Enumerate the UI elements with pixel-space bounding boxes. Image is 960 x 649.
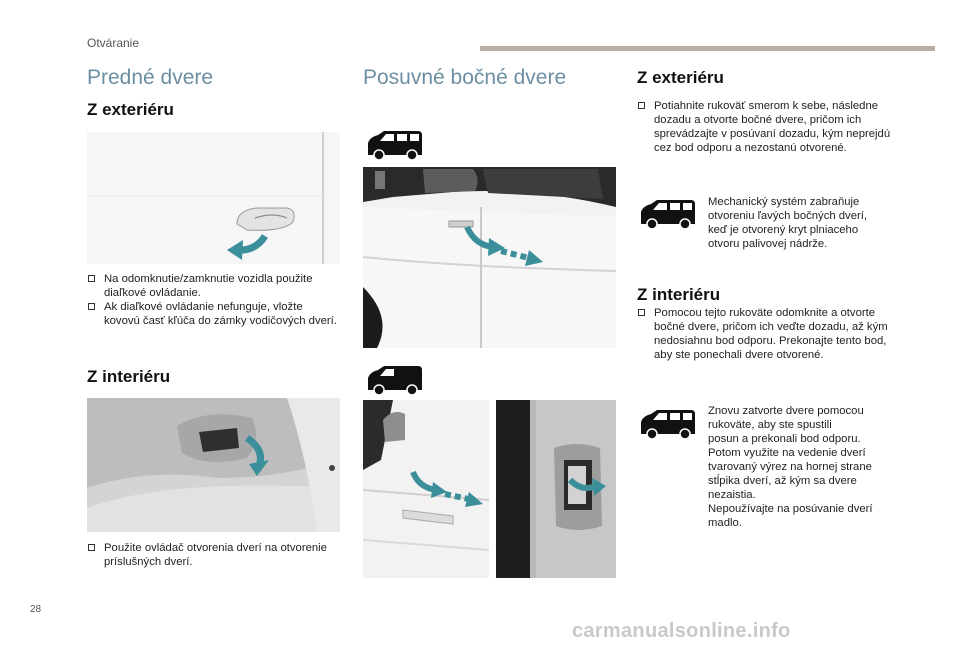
curved-arrow-icon — [410, 470, 483, 507]
front-interior-title: Z interiéru — [87, 367, 171, 386]
van-silhouette-icon — [640, 199, 696, 230]
list-item: Potiahnite rukoväť smerom k sebe, násled… — [637, 99, 895, 155]
sliding-door-exterior-photo — [363, 167, 616, 348]
front-door-exterior-photo — [87, 132, 340, 264]
curved-arrow-icon — [227, 233, 268, 260]
sliding-door-detail-photo — [363, 400, 489, 578]
square-bullet-icon — [88, 275, 95, 282]
front-exterior-bullets: Na odomknutie/zamknutie vozidla použite … — [87, 272, 337, 328]
curved-arrow-icon — [464, 225, 543, 266]
square-bullet-icon — [638, 102, 645, 109]
sliding-door-handle-photo — [496, 400, 616, 578]
van-silhouette-icon — [367, 365, 423, 396]
sliding-doors-title: Posuvné bočné dvere — [363, 66, 567, 89]
list-item: Pomocou tejto rukoväte odomknite a otvor… — [637, 306, 895, 362]
van-silhouette-icon — [640, 409, 696, 440]
list-item: Na odomknutie/zamknutie vozidla použite … — [87, 272, 337, 300]
sliding-interior-note: Znovu zatvorte dvere pomocou rukoväte, a… — [708, 405, 873, 529]
front-exterior-title: Z exteriéru — [87, 100, 174, 119]
square-bullet-icon — [88, 544, 95, 551]
sliding-interior-title: Z interiéru — [637, 285, 721, 304]
square-bullet-icon — [88, 303, 95, 310]
sliding-exterior-title: Z exteriéru — [637, 68, 724, 87]
list-item: Ak diaľkové ovládanie nefunguje, vložte … — [87, 300, 337, 328]
square-bullet-icon — [638, 309, 645, 316]
page-number: 28 — [30, 604, 42, 615]
front-doors-title: Predné dvere — [87, 66, 214, 89]
curved-arrow-icon — [244, 435, 269, 476]
sliding-exterior-note: Mechanický systém zabraňuje otvoreniu ľa… — [708, 196, 868, 250]
header-bar — [480, 46, 935, 51]
sliding-interior-bullets: Pomocou tejto rukoväte odomknite a otvor… — [637, 306, 895, 362]
sliding-exterior-bullets: Potiahnite rukoväť smerom k sebe, násled… — [637, 99, 895, 155]
van-silhouette-icon — [367, 130, 423, 161]
section-label: Otváranie — [87, 36, 140, 50]
curved-arrow-icon — [567, 477, 606, 496]
front-door-interior-photo — [87, 398, 340, 532]
front-interior-bullets: Použite ovládač otvorenia dverí na otvor… — [87, 541, 337, 569]
watermark: carmanualsonline.info — [572, 620, 791, 642]
list-item: Použite ovládač otvorenia dverí na otvor… — [87, 541, 337, 569]
